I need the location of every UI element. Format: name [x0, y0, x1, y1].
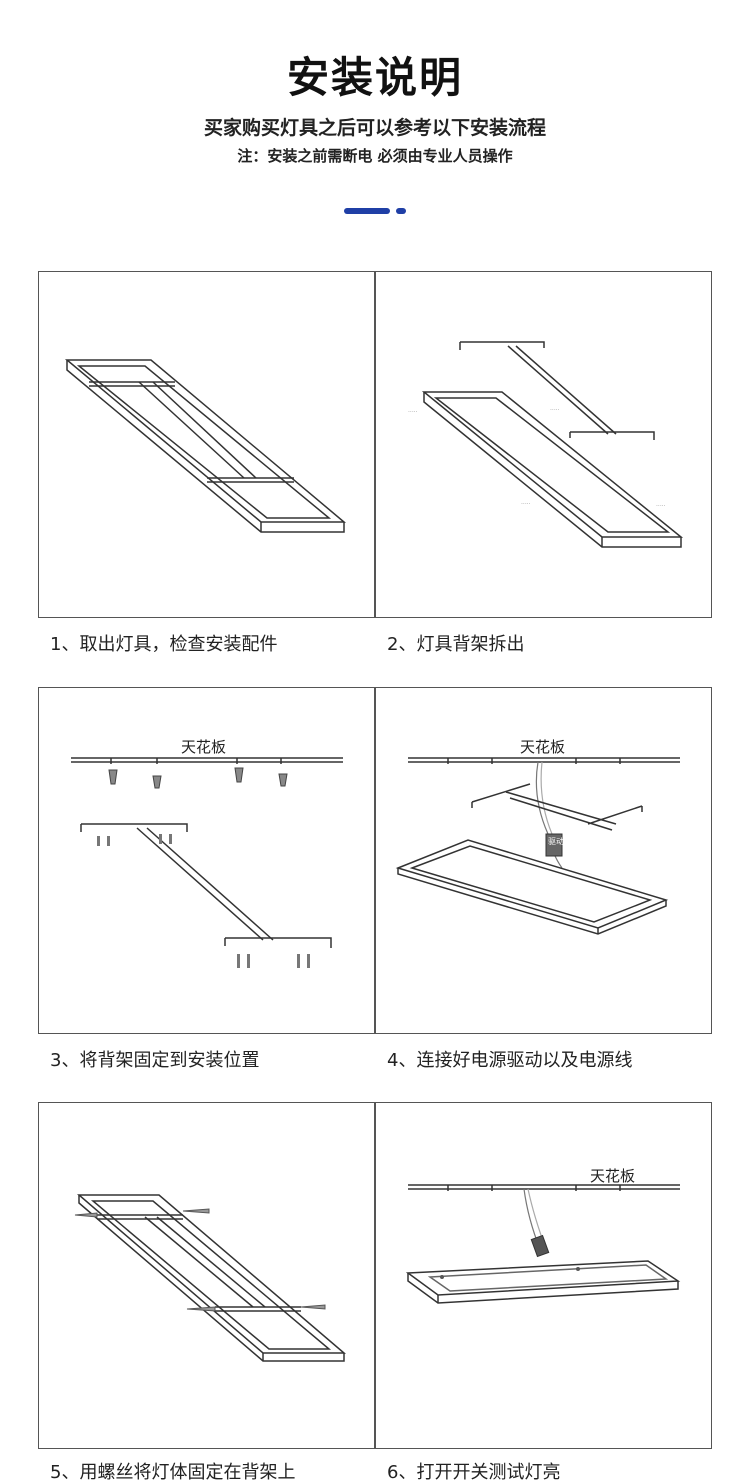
step-3-caption: 3、将背架固定到安装位置 [50, 1050, 260, 1071]
step-2-illustration: ····· ····· ····· ····· [375, 271, 712, 618]
svg-text:·····: ····· [550, 407, 560, 414]
divider-dot [396, 208, 406, 214]
screw-fixing-illustration [74, 1194, 347, 1362]
step-5-illustration [38, 1102, 375, 1449]
frame-illustration [64, 359, 347, 533]
step-3-illustration: 天花板 [38, 687, 375, 1034]
step-5-caption: 5、用螺丝将灯体固定在背架上 [50, 1462, 296, 1483]
step-1-illustration [38, 271, 375, 618]
back-frame-illustration: ····· ····· ····· ····· [408, 341, 684, 548]
safety-note: 注：安装之前需断电 必须由专业人员操作 [237, 147, 513, 165]
step-2-caption: 2、灯具背架拆出 [387, 634, 525, 655]
step-4-illustration: 天花板 驱动 [375, 687, 712, 1034]
step-4-caption: 4、连接好电源驱动以及电源线 [387, 1050, 633, 1071]
driver-box [545, 833, 563, 857]
ceiling-label: 天花板 [590, 1167, 635, 1185]
step-6-illustration: 天花板 [375, 1102, 712, 1449]
test-light-illustration: 天花板 [405, 1167, 681, 1304]
divider-bar [344, 208, 390, 214]
driver-label: 驱动 [548, 836, 564, 846]
mount-bracket-illustration: 天花板 [71, 738, 343, 968]
step-6-caption: 6、打开开关测试灯亮 [387, 1462, 561, 1483]
step-1-caption: 1、取出灯具，检查安装配件 [50, 634, 278, 655]
page-subtitle: 买家购买灯具之后可以参考以下安装流程 [203, 117, 546, 139]
page-title: 安装说明 [286, 53, 463, 102]
ceiling-label: 天花板 [181, 738, 226, 756]
svg-text:·····: ····· [656, 503, 666, 510]
svg-text:·····: ····· [521, 501, 531, 508]
wiring-illustration: 天花板 驱动 [395, 738, 680, 935]
svg-text:·····: ····· [408, 409, 418, 416]
ceiling-label: 天花板 [520, 738, 565, 756]
